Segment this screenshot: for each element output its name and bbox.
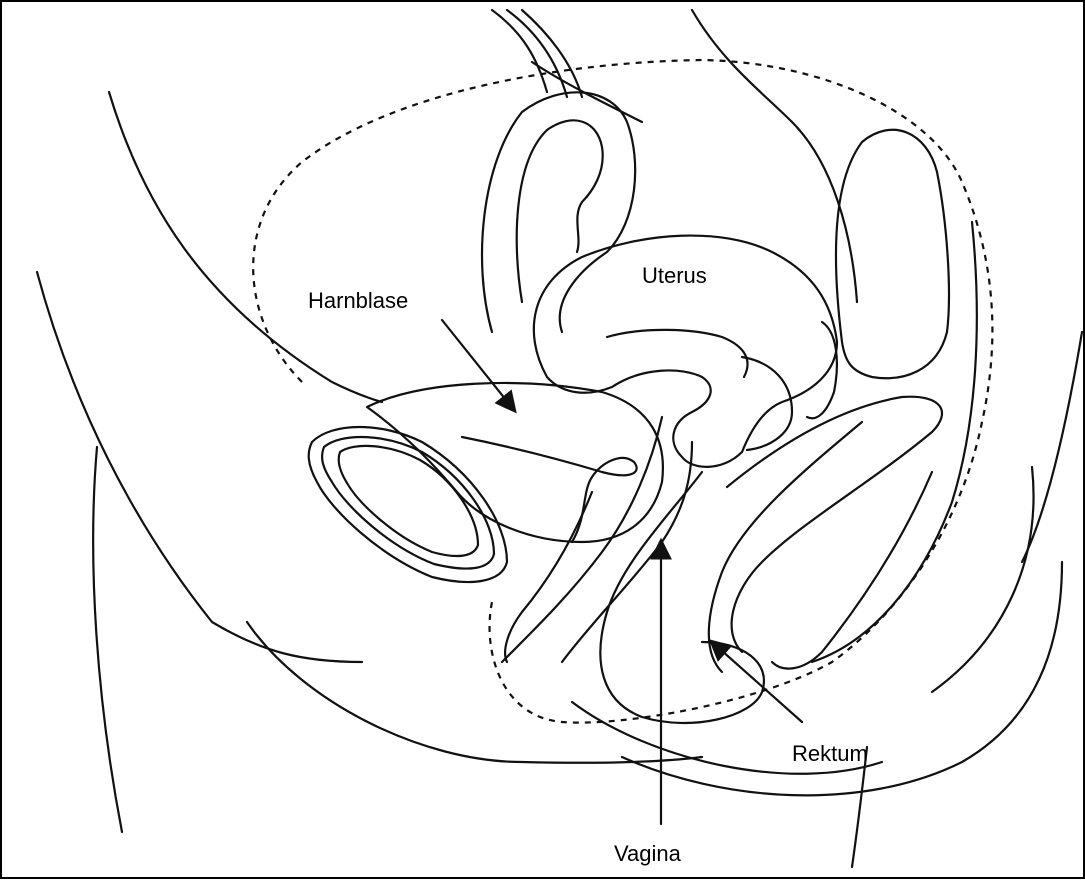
vagina-front-wall (502, 417, 662, 662)
urethra (505, 492, 592, 662)
label-uterus: Uterus (642, 265, 707, 287)
thigh-outline (93, 447, 122, 832)
label-rektum: Rektum (792, 743, 868, 765)
ligament-line-1 (492, 10, 547, 92)
tube-loop-inner (517, 120, 603, 302)
label-harnblase: Harnblase (308, 290, 408, 312)
posterior-wall (772, 472, 932, 669)
rectum-outer (600, 472, 764, 723)
harnblase-arrow (442, 320, 514, 410)
tube-loop-outer (482, 92, 635, 332)
rectum-inner-front (727, 397, 942, 652)
sigmoid-loop (807, 322, 837, 418)
peritoneum-dashed-outline (253, 60, 992, 723)
perineum-line (247, 622, 702, 763)
outer-back-line (932, 467, 1034, 692)
abdominal-wall-line (109, 92, 382, 402)
label-vagina: Vagina (614, 843, 681, 865)
ligament-line-4 (692, 10, 857, 302)
ovary-right (836, 130, 949, 378)
anterior-body-line (37, 272, 362, 662)
pubic-bone-inner (339, 446, 478, 556)
bladder-outline (367, 383, 663, 542)
